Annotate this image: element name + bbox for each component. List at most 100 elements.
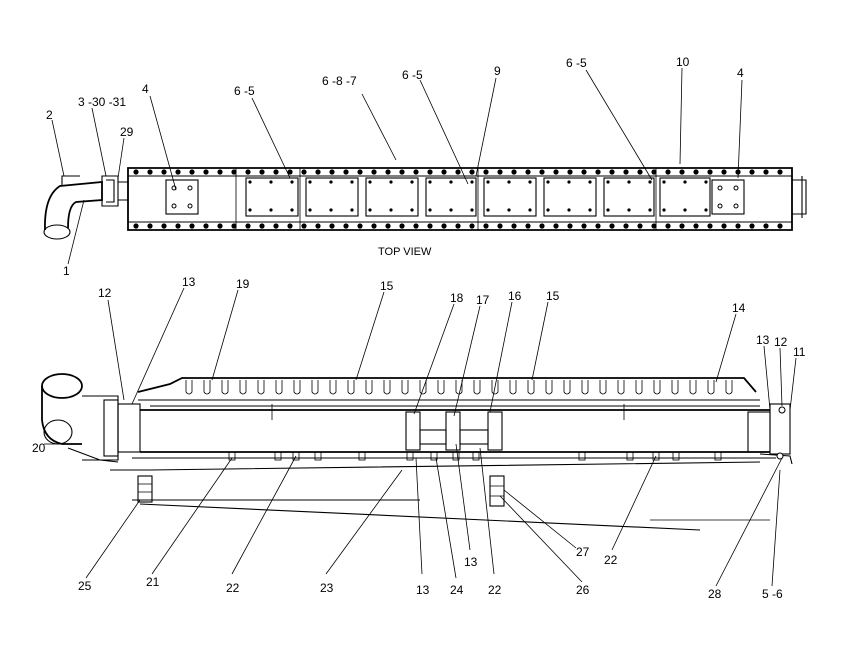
callout-21: 21 [146, 575, 160, 589]
flange-bolt [399, 169, 405, 175]
callout-22-right: 22 [604, 553, 618, 567]
fin [617, 380, 625, 395]
flange-bolt [581, 223, 587, 229]
fin [671, 380, 679, 395]
flange-bolt [357, 223, 363, 229]
cover-bolt [683, 208, 687, 212]
flange-bolt [245, 223, 251, 229]
flange-bolt [203, 169, 209, 175]
flange-bolt [427, 169, 433, 175]
fin [293, 380, 301, 395]
top-view-drawing: TOP VIEW [43, 167, 807, 258]
flange-bolt [133, 169, 139, 175]
flange-bolt [455, 223, 461, 229]
flange-bolt [665, 169, 671, 175]
flange-bolt [371, 169, 377, 175]
callout-14: 14 [732, 301, 746, 315]
flange-bolt [595, 169, 601, 175]
plate-bolt [717, 185, 723, 191]
fitting [452, 451, 460, 461]
fitting [626, 451, 634, 461]
cover-bolt [248, 208, 252, 212]
fin [203, 380, 211, 395]
flange-bolt [287, 223, 293, 229]
fitting [314, 451, 322, 461]
fin [563, 380, 571, 395]
plate-bolt [733, 203, 739, 209]
cover-bolt [389, 208, 393, 212]
flange-bolt [511, 223, 517, 229]
flange-bolt [609, 223, 615, 229]
flange-bolt [497, 169, 503, 175]
callout-20: 20 [32, 441, 46, 455]
flange-bolt [679, 223, 685, 229]
flange-bolt [259, 169, 265, 175]
flange-bolt [595, 223, 601, 229]
callout-22-left: 22 [226, 581, 240, 595]
fitting [406, 451, 414, 461]
callout-2: 2 [46, 108, 53, 122]
cover-bolt [368, 208, 372, 212]
flange-bolt [525, 223, 531, 229]
fin [635, 380, 643, 395]
flange-bolt [371, 223, 377, 229]
callout-6-5-third: 6 -5 [566, 56, 587, 70]
cover-bolt [567, 180, 571, 184]
cover-bolt [606, 208, 610, 212]
lower-fittings [228, 451, 722, 461]
flange-bolt [343, 169, 349, 175]
left-flange-assembly [41, 373, 141, 463]
cover-bolt [704, 208, 708, 212]
callout-6-5-second: 6 -5 [402, 68, 423, 82]
callout-13-right: 13 [756, 333, 770, 347]
flange-bolt [483, 223, 489, 229]
callout-12-left: 12 [98, 286, 112, 300]
cover-bolt [588, 208, 592, 212]
flange-bolt [245, 169, 251, 175]
fin [527, 380, 535, 395]
fin [239, 380, 247, 395]
flange-bolt [161, 169, 167, 175]
cover-bolt [662, 208, 666, 212]
fin [707, 380, 715, 395]
cover-bolt [507, 180, 511, 184]
cover-bolt [449, 208, 453, 212]
flange-bolt [553, 223, 559, 229]
flange-bolt [679, 169, 685, 175]
callout-29: 29 [120, 125, 134, 139]
cover-bolt [588, 180, 592, 184]
flange-bolt [441, 169, 447, 175]
cover-bolt [606, 180, 610, 184]
callout-18: 18 [450, 291, 464, 305]
fitting [292, 451, 300, 461]
plate-bolt [717, 203, 723, 209]
cover-bolt [648, 208, 652, 212]
fin [383, 380, 391, 395]
callout-10: 10 [676, 55, 690, 69]
cover-bolt [269, 180, 273, 184]
callout-9: 9 [494, 64, 501, 78]
flange-bolt [287, 169, 293, 175]
callout-13-bottom: 13 [416, 583, 430, 597]
fin [365, 380, 373, 395]
callout-23: 23 [320, 581, 334, 595]
cover-bolt [528, 180, 532, 184]
cover-bolt [528, 208, 532, 212]
cover-bolt [470, 180, 474, 184]
flange-bolt [301, 223, 307, 229]
cover-bolt [486, 208, 490, 212]
cover-bolt [290, 180, 294, 184]
cover-bolt [428, 208, 432, 212]
callout-19: 19 [236, 277, 250, 291]
fin [347, 380, 355, 395]
cover-bolt [567, 208, 571, 212]
cooling-fins [185, 380, 733, 395]
flange-bolt [427, 223, 433, 229]
flange-bolt [539, 169, 545, 175]
flange-bolt [763, 223, 769, 229]
flange-bolt [231, 169, 237, 175]
flange-bolt [147, 223, 153, 229]
cover-bolt [662, 180, 666, 184]
fin [473, 380, 481, 395]
callout-27: 27 [576, 545, 590, 559]
